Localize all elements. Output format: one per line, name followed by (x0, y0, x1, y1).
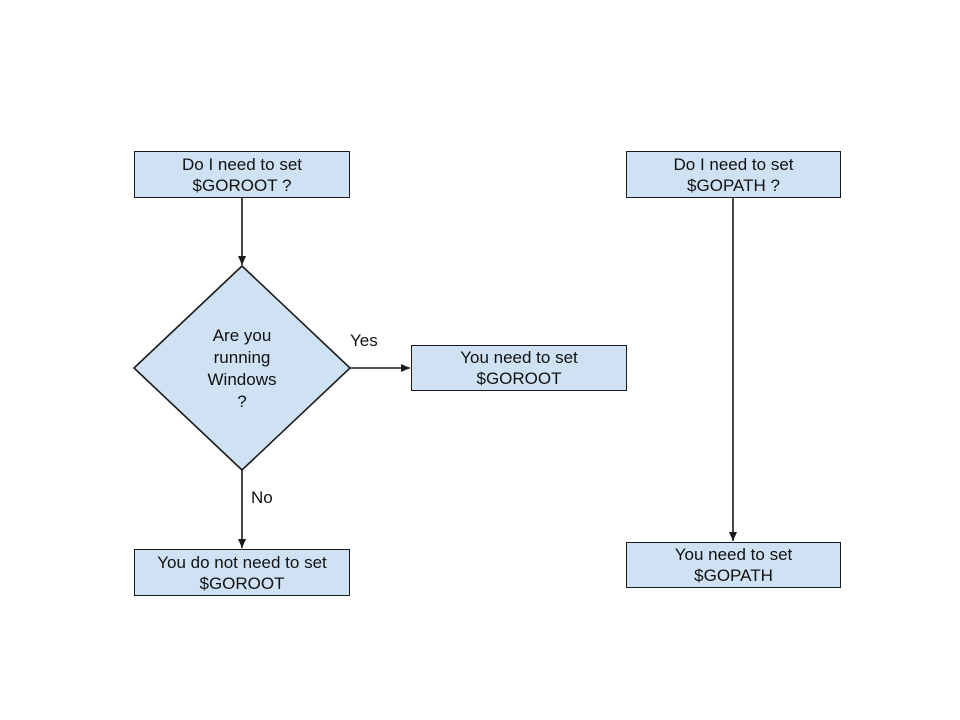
set-goroot-line2: $GOROOT (476, 369, 562, 388)
windows-decision-label: Are you running Windows ? (182, 325, 302, 413)
windows-decision-line1: Are you (212, 326, 272, 345)
set-gopath-box: You need to set $GOPATH (626, 542, 841, 588)
gopath-question-line2: $GOPATH ? (687, 175, 780, 195)
set-gopath-line1: You need to set (674, 545, 793, 564)
windows-decision-line4: ? (237, 392, 247, 411)
windows-decision-line3: Windows (207, 370, 277, 389)
goroot-question-box: Do I need to set $GOROOT ? (134, 151, 350, 198)
set-goroot-line1: You need to set (460, 348, 578, 367)
no-goroot-line2: $GOROOT (199, 573, 285, 593)
goroot-question-line2: $GOROOT ? (192, 175, 292, 195)
no-goroot-line1: You do not need to set (157, 552, 327, 572)
yes-edge-label: Yes (350, 331, 378, 350)
set-goroot-box: You need to set $GOROOT (411, 345, 627, 391)
gopath-question-line1: Do I need to set (673, 154, 794, 174)
windows-decision-line2: running (213, 348, 271, 367)
no-goroot-box: You do not need to set $GOROOT (134, 549, 350, 596)
goroot-question-line1: Do I need to set (181, 154, 303, 174)
gopath-question-box: Do I need to set $GOPATH ? (626, 151, 841, 198)
no-edge-label: No (251, 488, 273, 507)
set-gopath-line2: $GOPATH (694, 566, 773, 585)
